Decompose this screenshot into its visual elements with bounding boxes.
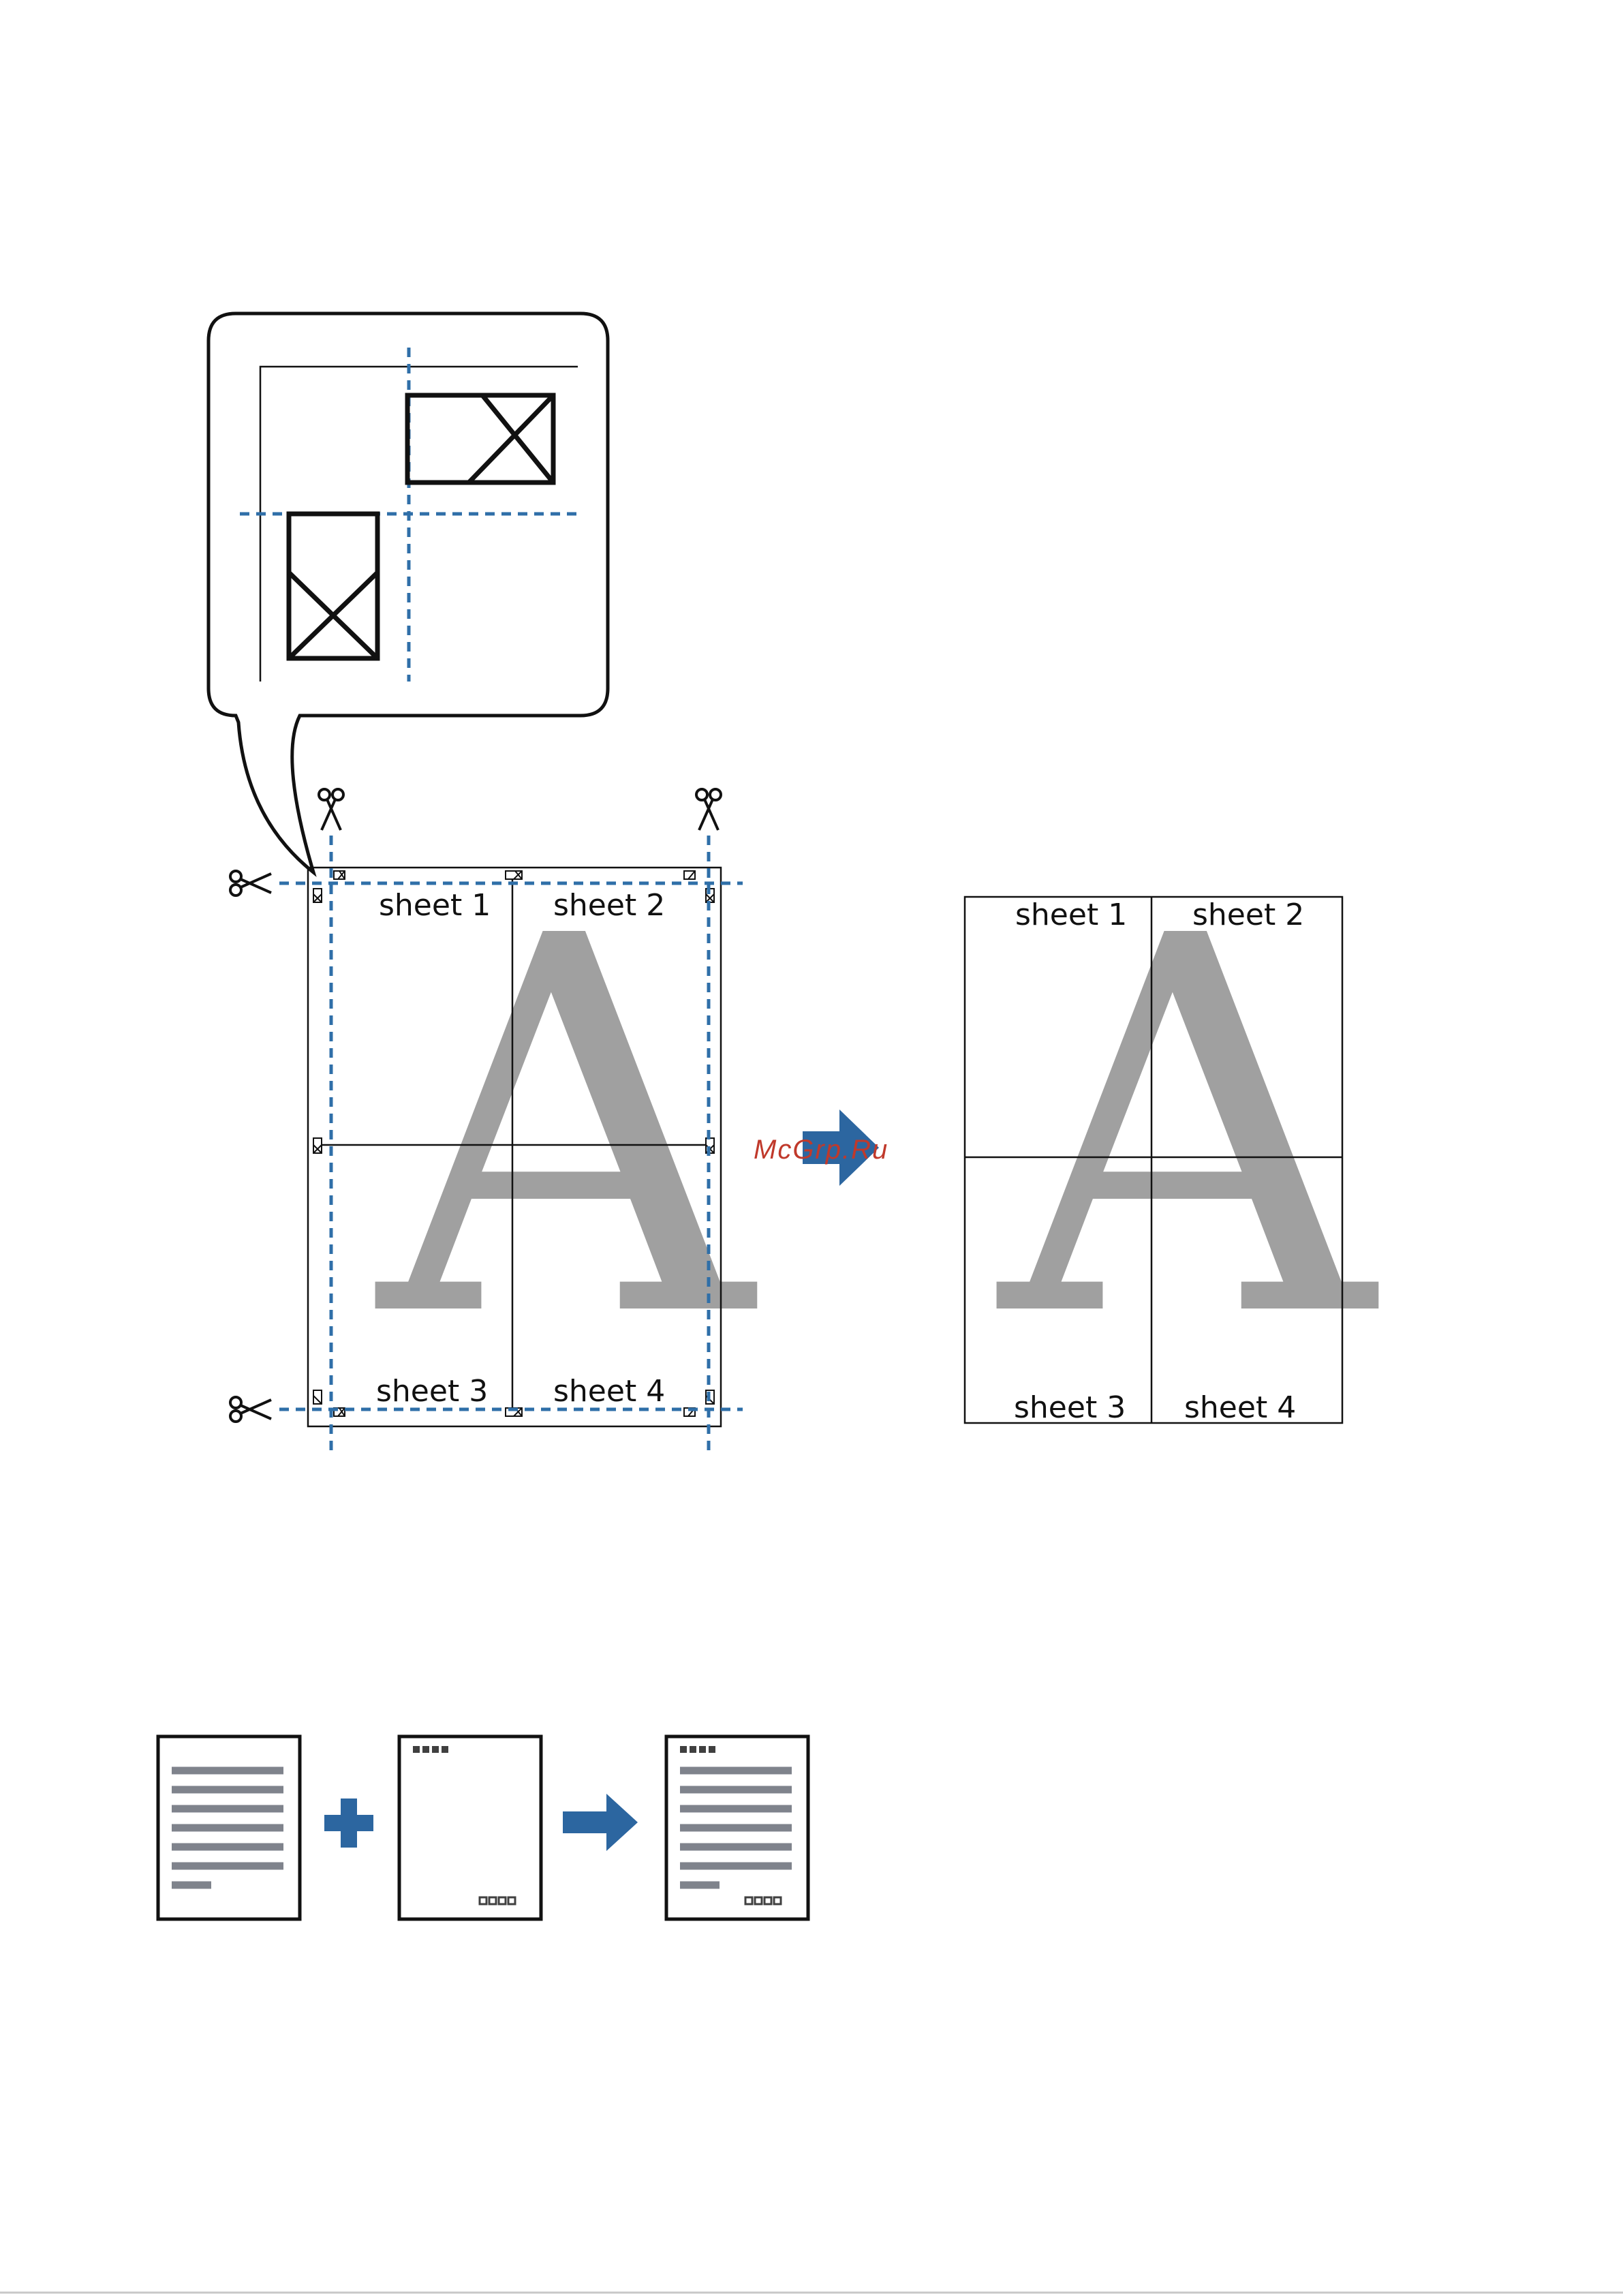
combined-page-icon bbox=[666, 1736, 808, 1919]
sheet-1-label-before: sheet 1 bbox=[379, 888, 491, 923]
page-with-header-footer-icon bbox=[399, 1736, 541, 1919]
sheet-3-label-after: sheet 3 bbox=[1014, 1390, 1126, 1425]
zoom-callout bbox=[208, 313, 608, 872]
scissors-icon-left-top bbox=[230, 871, 271, 896]
sheet-2-label-before: sheet 2 bbox=[553, 888, 665, 923]
sheet-3-label-before: sheet 3 bbox=[376, 1374, 488, 1409]
sheet-2-label-after: sheet 2 bbox=[1192, 898, 1304, 932]
watermark-text: McGrp.Ru bbox=[754, 1135, 888, 1165]
header-footer-example bbox=[158, 1736, 808, 1919]
sheet-1-label-after: sheet 1 bbox=[1015, 898, 1127, 932]
poster-after-trim: A sheet 1 sheet 2 sheet 3 sheet 4 bbox=[965, 829, 1380, 1431]
result-arrow-icon bbox=[563, 1794, 638, 1851]
poster-before-trim: A sheet 1 sheet 2 sheet 3 sheet 4 bbox=[230, 789, 758, 1452]
sheet-4-label-after: sheet 4 bbox=[1184, 1390, 1296, 1425]
sheet-4-label-before: sheet 4 bbox=[553, 1374, 665, 1409]
scissors-icon-top-left bbox=[319, 789, 343, 830]
plus-icon bbox=[324, 1798, 373, 1848]
document-with-lines-icon bbox=[158, 1736, 300, 1919]
scissors-icon-left-bottom bbox=[230, 1397, 271, 1422]
scissors-icon-top-right bbox=[696, 789, 721, 830]
